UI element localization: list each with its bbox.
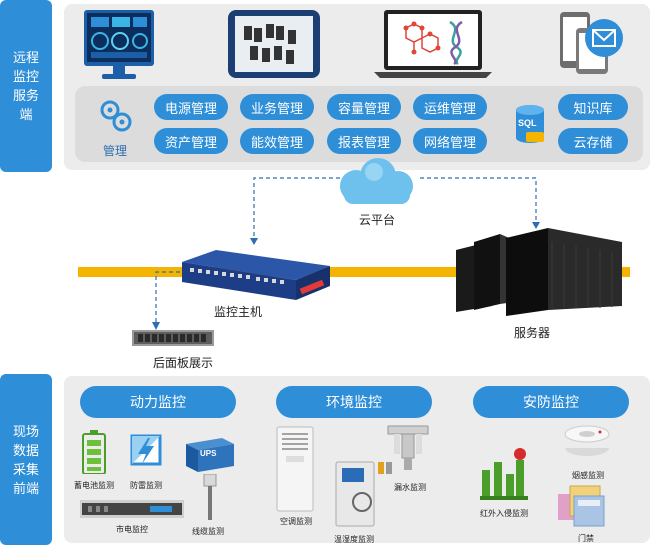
access-control-icon bbox=[558, 485, 605, 527]
module-energy-management[interactable]: 能效管理 bbox=[240, 128, 314, 154]
battery-monitor-label: 蓄电池监测 bbox=[74, 481, 114, 490]
back-panel-device bbox=[132, 330, 214, 346]
mains-monitor-device bbox=[80, 500, 184, 518]
access-control-label: 门禁 bbox=[578, 534, 594, 543]
monitor-dashboard-icon bbox=[84, 10, 154, 79]
battery-icon bbox=[82, 430, 106, 474]
sql-database-icon bbox=[516, 105, 544, 143]
ups-label: UPS bbox=[200, 449, 217, 458]
cable-monitor-label: 线缆监测 bbox=[192, 527, 224, 536]
module-knowledge-base[interactable]: 知识库 bbox=[558, 94, 628, 120]
remote-section-label-text: 远程 监控 服务 端 bbox=[12, 50, 39, 122]
ac-monitor-label: 空调监测 bbox=[280, 517, 312, 526]
module-asset-management[interactable]: 资产管理 bbox=[154, 128, 228, 154]
module-operations-management[interactable]: 运维管理 bbox=[413, 94, 487, 120]
server-rack-icon bbox=[456, 228, 622, 316]
cable-sensor-icon bbox=[203, 474, 217, 520]
group-power-monitoring[interactable]: 动力监控 bbox=[80, 386, 236, 418]
module-network-management[interactable]: 网络管理 bbox=[413, 128, 487, 154]
temp-humidity-label: 温湿度监测 bbox=[334, 535, 374, 544]
laptop-molecule-icon bbox=[374, 10, 492, 78]
mobile-mail-icon bbox=[560, 12, 623, 74]
cloud-platform-label: 云平台 bbox=[359, 213, 396, 227]
field-section-label: 现场 数据 采集 前端 bbox=[0, 374, 52, 545]
water-leak-sensor-icon bbox=[387, 425, 429, 470]
smoke-detector-label: 烟感监测 bbox=[572, 471, 604, 480]
air-conditioner-icon bbox=[276, 426, 314, 512]
module-capacity-management[interactable]: 容量管理 bbox=[327, 94, 401, 120]
module-report-management[interactable]: 报表管理 bbox=[327, 128, 401, 154]
cloud-icon bbox=[340, 158, 413, 204]
back-panel-label: 后面板展示 bbox=[153, 356, 214, 370]
management-gear-icon bbox=[100, 100, 132, 132]
monitoring-host-label: 监控主机 bbox=[214, 305, 263, 319]
infrared-intrusion-label: 红外入侵监测 bbox=[480, 509, 528, 518]
remote-section-label: 远程 监控 服务 端 bbox=[0, 0, 52, 172]
infrared-intrusion-icon bbox=[480, 448, 528, 500]
management-label: 管理 bbox=[103, 144, 128, 158]
lightning-monitor-label: 防雷监测 bbox=[130, 481, 162, 490]
tablet-datacenter-icon bbox=[228, 10, 320, 78]
water-leak-label: 漏水监测 bbox=[394, 483, 426, 492]
module-power-management[interactable]: 电源管理 bbox=[154, 94, 228, 120]
lightning-protection-icon bbox=[130, 434, 162, 466]
group-security-monitoring[interactable]: 安防监控 bbox=[473, 386, 629, 418]
group-environment-monitoring[interactable]: 环境监控 bbox=[276, 386, 432, 418]
monitoring-host-device bbox=[182, 250, 330, 300]
sql-label: SQL bbox=[518, 118, 537, 128]
module-business-management[interactable]: 业务管理 bbox=[240, 94, 314, 120]
field-section-label-text: 现场 数据 采集 前端 bbox=[12, 423, 39, 496]
server-label: 服务器 bbox=[514, 326, 551, 340]
temp-humidity-sensor-icon bbox=[335, 461, 392, 527]
mains-monitor-label: 市电监控 bbox=[116, 525, 148, 534]
ups-icon bbox=[186, 438, 234, 472]
smoke-detector-icon bbox=[564, 425, 610, 456]
module-cloud-storage[interactable]: 云存储 bbox=[558, 128, 628, 154]
